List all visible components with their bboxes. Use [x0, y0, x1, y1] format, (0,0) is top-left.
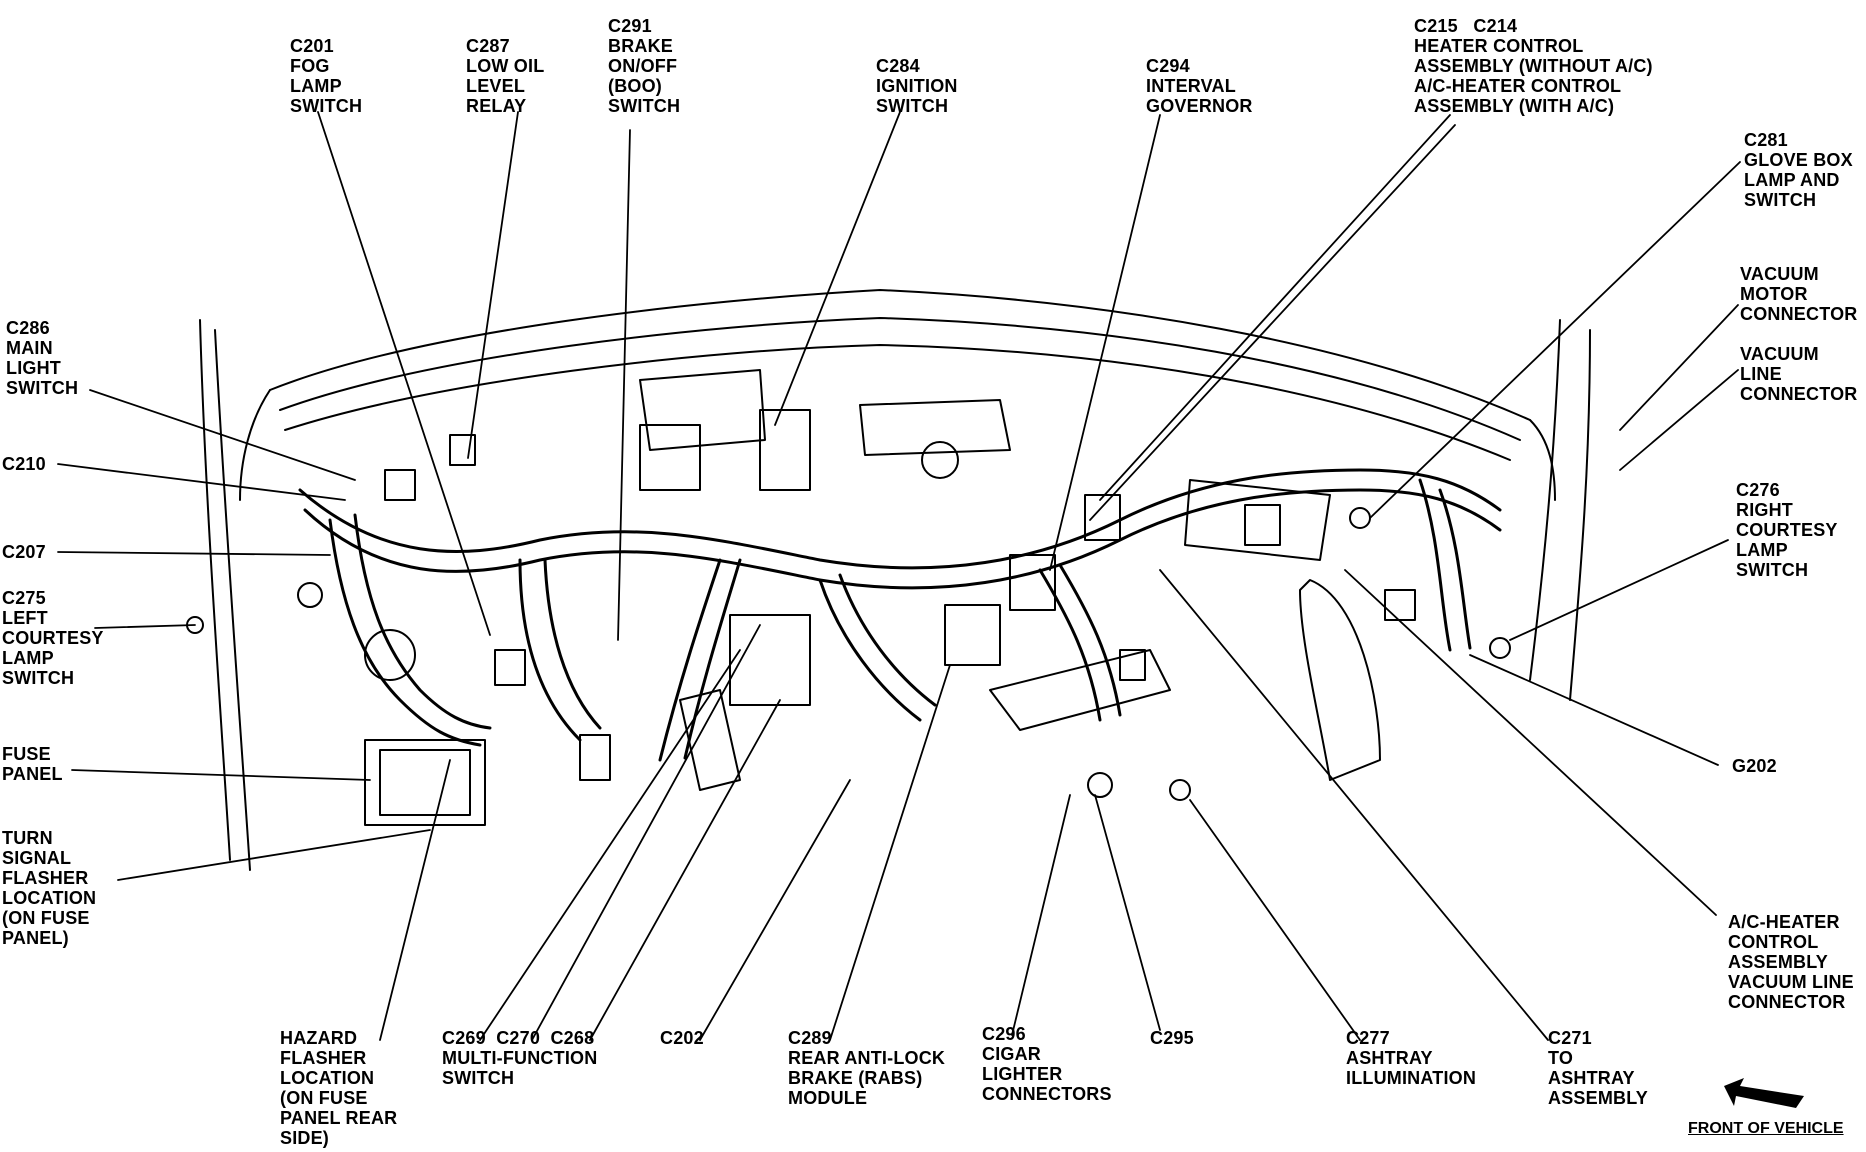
front-arrow-icon	[1724, 1078, 1804, 1108]
label-g202: G202	[1732, 756, 1777, 776]
label-c210: C210	[2, 454, 46, 474]
front-of-vehicle-caption: FRONT OF VEHICLE	[1688, 1120, 1844, 1137]
label-c294-interval-governor: C294 INTERVAL GOVERNOR	[1146, 56, 1253, 116]
label-c281-glove-box-lamp: C281 GLOVE BOX LAMP AND SWITCH	[1744, 130, 1853, 210]
dashboard-outline	[199, 289, 1591, 871]
label-c271-ashtray-assembly: C271 TO ASHTRAY ASSEMBLY	[1548, 1028, 1648, 1108]
label-hazard-flasher-location: HAZARD FLASHER LOCATION (ON FUSE PANEL R…	[280, 1028, 398, 1148]
label-c275-left-courtesy-lamp: C275 LEFT COURTESY LAMP SWITCH	[2, 588, 104, 688]
label-vacuum-line-connector: VACUUM LINE CONNECTOR	[1740, 344, 1858, 404]
label-c201-fog-lamp-switch: C201 FOG LAMP SWITCH	[290, 36, 363, 116]
label-vacuum-motor-connector: VACUUM MOTOR CONNECTOR	[1740, 264, 1858, 324]
label-c269-c270-c268-multifunction: C269 C270 C268 MULTI-FUNCTION SWITCH	[442, 1028, 598, 1088]
leader-lines	[57, 111, 1741, 1041]
label-c289-rabs-module: C289 REAR ANTI-LOCK BRAKE (RABS) MODULE	[788, 1028, 946, 1108]
wiring-harness	[298, 468, 1502, 762]
label-c284-ignition-switch: C284 IGNITION SWITCH	[876, 56, 958, 116]
label-c295: C295	[1150, 1028, 1194, 1048]
label-ac-heater-vacuum-line: A/C-HEATER CONTROL ASSEMBLY VACUUM LINE …	[1728, 912, 1854, 1012]
label-c277-ashtray-illumination: C277 ASHTRAY ILLUMINATION	[1346, 1028, 1477, 1088]
label-turn-signal-flasher: TURN SIGNAL FLASHER LOCATION (ON FUSE PA…	[2, 828, 97, 948]
label-fuse-panel: FUSE PANEL	[2, 744, 63, 784]
label-c296-cigar-lighter: C296 CIGAR LIGHTER CONNECTORS	[982, 1024, 1112, 1104]
label-c207: C207	[2, 542, 46, 562]
label-c276-right-courtesy-lamp: C276 RIGHT COURTESY LAMP SWITCH	[1736, 480, 1838, 580]
label-c291-brake-switch: C291 BRAKE ON/OFF (BOO) SWITCH	[608, 16, 681, 116]
label-c215-c214-heater-control: C215 C214 HEATER CONTROL ASSEMBLY (WITHO…	[1414, 16, 1653, 116]
label-c202: C202	[660, 1028, 704, 1048]
label-c286-main-light-switch: C286 MAIN LIGHT SWITCH	[6, 318, 79, 398]
label-c287-low-oil-level-relay: C287 LOW OIL LEVEL RELAY	[466, 36, 545, 116]
